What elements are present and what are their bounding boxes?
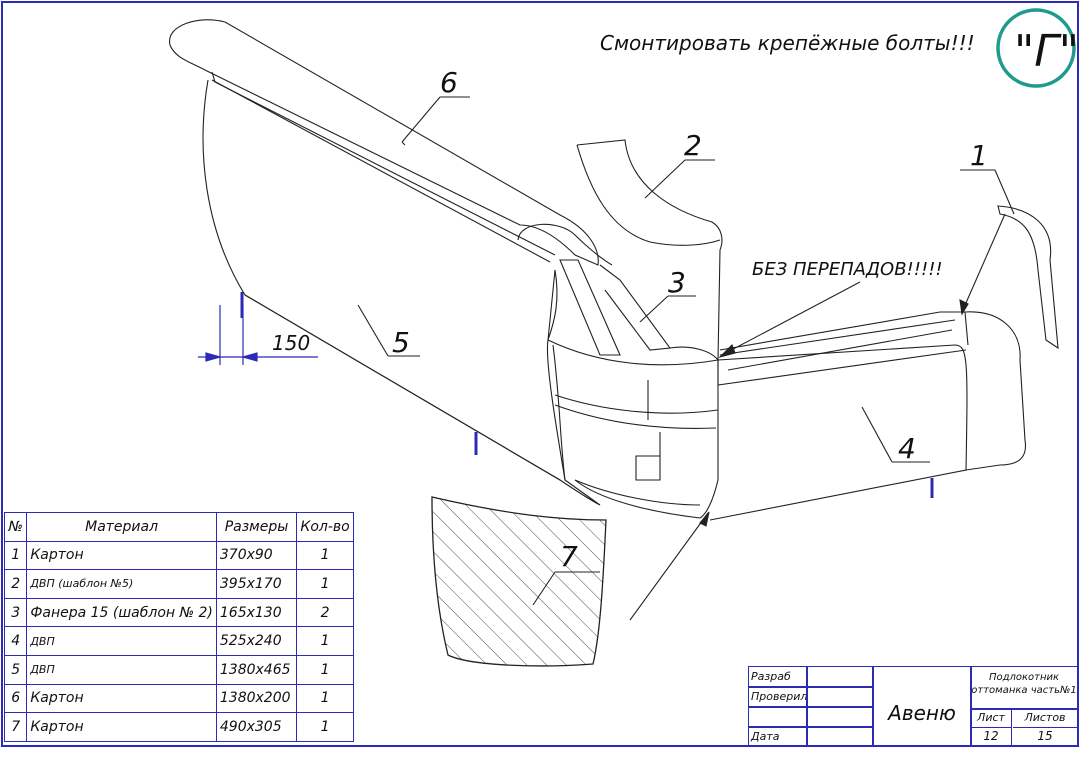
company-name: Авеню: [872, 666, 972, 746]
table-row: 2 ДВП (шаблон №5) 395х170 1: [3, 569, 354, 599]
dimension-value: 150: [272, 331, 310, 355]
sheet-info: Лист Листов 12 15: [970, 708, 1078, 746]
col-material: Материал: [26, 512, 217, 542]
blank-row: [748, 706, 808, 728]
leader-3: [639, 295, 669, 323]
sheet-number: 12: [971, 728, 1012, 745]
callout-6: 6: [440, 66, 458, 99]
dimension-150: [198, 292, 934, 498]
note-no-steps: БЕЗ ПЕРЕПАДОВ!!!!!: [752, 259, 943, 280]
checked-value: [806, 686, 874, 708]
col-size: Размеры: [215, 512, 298, 542]
checked-label: Проверил: [748, 686, 808, 708]
part-3-outline: [559, 259, 621, 356]
parts-table: № Материал Размеры Кол-во 1 Картон 370х9…: [3, 512, 354, 742]
table-row: 3 Фанера 15 (шаблон № 2) 165х130 2: [3, 597, 354, 628]
callout-5: 5: [392, 326, 410, 359]
drawing-title: Подлокотник оттоманка часть№1: [970, 666, 1078, 710]
leader-7: [532, 571, 556, 606]
date-label: Дата: [748, 726, 808, 746]
callout-7: 7: [560, 540, 578, 573]
table-row: 7 Картон 490х305 1: [3, 712, 354, 742]
col-number: №: [3, 512, 28, 542]
stamp-letter: "Г": [1014, 26, 1079, 77]
col-qty: Кол-во: [296, 512, 354, 542]
table-row: 6 Картон 1380х200 1: [3, 683, 354, 714]
part-2-outline: [576, 139, 723, 362]
date-value: [806, 726, 874, 746]
leader-6: [401, 96, 441, 143]
arrow-part7: [629, 512, 709, 621]
part-5-outline: [202, 79, 601, 506]
armrest-sketch: [169, 19, 1059, 667]
developed-value: [806, 666, 874, 688]
table-row: 1 Картон 370х90 1: [3, 540, 354, 571]
title-block: Разраб Проверил Дата Авеню Подлокотник о…: [748, 666, 1078, 746]
leader-4: [861, 406, 893, 463]
callout-3: 3: [668, 266, 686, 299]
part-1-outline: [997, 205, 1059, 350]
note-mount-bolts: Смонтировать крепёжные болты!!!: [600, 31, 975, 55]
leader-2: [644, 159, 686, 199]
sheets-label: Листов: [1013, 709, 1077, 728]
table-row: 4 ДВП 525х240 1: [3, 626, 354, 656]
table-row: 5 ДВП 1380х465 1: [3, 654, 354, 685]
developed-label: Разраб: [748, 666, 808, 688]
sheets-total: 15: [1037, 729, 1053, 743]
callout-4: 4: [898, 432, 916, 465]
stamp-letter-mark: "Г": [996, 8, 1079, 88]
blank-row-value: [806, 706, 874, 728]
callout-2: 2: [684, 129, 702, 162]
parts-table-header: № Материал Размеры Кол-во: [3, 512, 354, 542]
part-7-section: [431, 496, 607, 667]
part-6-outline: [169, 19, 599, 266]
arrow-part1: [961, 213, 1006, 313]
leader-5: [357, 304, 389, 357]
sheet-label: Лист: [971, 709, 1012, 728]
part-4-outline: [709, 344, 968, 521]
callout-1: 1: [970, 139, 988, 172]
arrow-no-steps: [721, 281, 861, 356]
